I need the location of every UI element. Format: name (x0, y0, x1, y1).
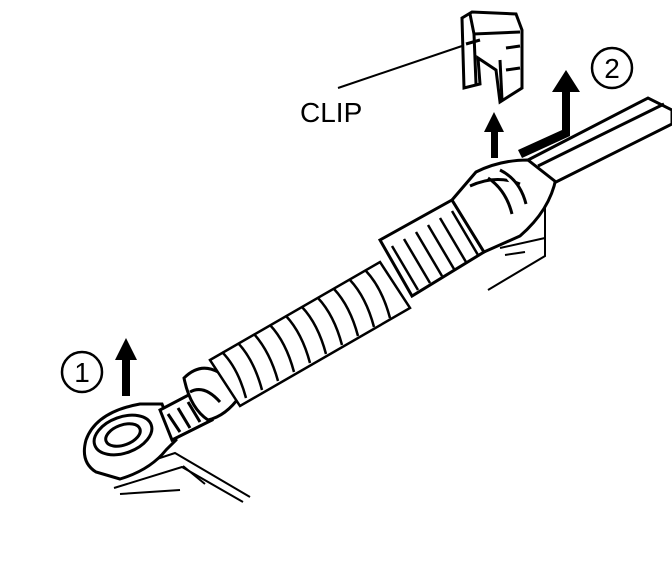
step-1-number: 1 (74, 357, 90, 388)
cable-sheath (525, 96, 672, 184)
clip-leader-line (337, 45, 463, 89)
arrow-bent-icon (518, 70, 580, 158)
bellows-boot (208, 260, 412, 408)
arrow-up-icon (115, 338, 137, 396)
clip (460, 10, 524, 105)
eye-end (82, 387, 214, 481)
arrow-up-icon (484, 112, 504, 158)
step-1-badge: 1 (60, 350, 104, 394)
cable-housing-end (450, 158, 558, 254)
step-2-badge: 2 (590, 46, 634, 90)
step-2-number: 2 (604, 53, 620, 84)
clip-label: CLIP (300, 97, 362, 128)
